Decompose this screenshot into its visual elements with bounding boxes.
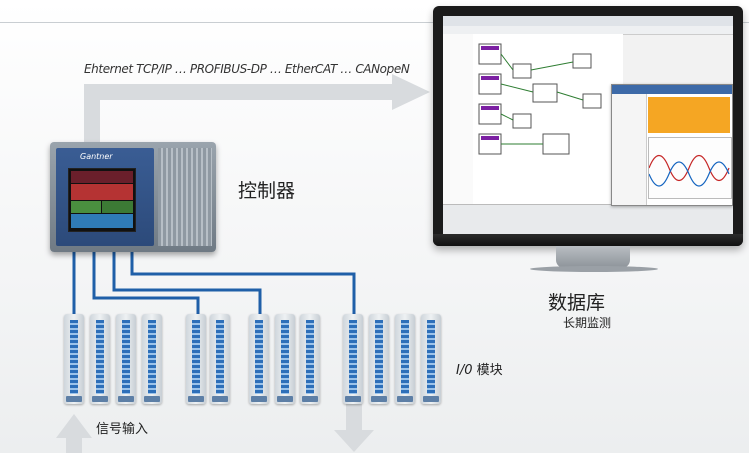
terminal-strip: [122, 320, 130, 394]
terminal-strip: [427, 320, 435, 394]
module-cap: [371, 396, 387, 402]
screen-tile: [71, 201, 101, 213]
io-module: [116, 314, 136, 404]
io-label-prefix: I/0: [456, 363, 473, 378]
module-cap: [66, 396, 82, 402]
io-module: [90, 314, 110, 404]
cable-4: [130, 252, 356, 316]
signal-input-label: 信号输入: [96, 422, 149, 437]
terminal-strip: [96, 320, 104, 394]
controller-screen: [68, 168, 136, 232]
module-cap: [277, 396, 293, 402]
screen-tile: [71, 171, 133, 183]
terminal-strip: [375, 320, 383, 394]
software-tree-panel: [443, 34, 474, 204]
popup-waveform-plot: [648, 137, 732, 199]
module-cap: [345, 396, 361, 402]
module-cap: [118, 396, 134, 402]
module-cap: [302, 396, 318, 402]
module-cap: [251, 396, 267, 402]
terminal-strip: [192, 320, 200, 394]
terminal-strip: [255, 320, 263, 394]
controller-front-panel: Gantner: [56, 148, 154, 246]
waveform: [648, 154, 730, 187]
terminal-strip: [148, 320, 156, 394]
controller-label: 控制器: [238, 180, 296, 202]
monitor-stand: [556, 246, 630, 268]
screen-tile: [71, 184, 133, 200]
screen-tile: [71, 214, 133, 228]
module-cap: [188, 396, 204, 402]
screen-tile: [102, 201, 133, 213]
module-cap: [144, 396, 160, 402]
popup-titlebar: [612, 85, 732, 94]
heatsink-fins: [158, 148, 212, 246]
module-cap: [423, 396, 439, 402]
io-module: [300, 314, 320, 404]
terminal-strip: [306, 320, 314, 394]
module-cap: [212, 396, 228, 402]
monitor-chin: [433, 234, 743, 246]
io-module: [64, 314, 84, 404]
database-label: 数据库: [548, 292, 606, 314]
io-module: [275, 314, 295, 404]
monitor: [433, 6, 743, 246]
software-popup-window: [611, 84, 733, 206]
terminal-strip: [70, 320, 78, 394]
io-label-suffix: 模块: [472, 363, 503, 378]
io-module: [186, 314, 206, 404]
block-diagram: [478, 43, 602, 155]
io-module: [343, 314, 363, 404]
cable-2: [92, 252, 200, 316]
monitor-screen: [443, 16, 733, 234]
io-module: [421, 314, 441, 404]
output-arrow: [334, 404, 374, 452]
controller-brand: Gantner: [80, 152, 113, 161]
io-module: [395, 314, 415, 404]
signal-input-arrow: [56, 414, 92, 453]
terminal-strip: [281, 320, 289, 394]
protocol-list: Ehternet TCP/IP … PROFIBUS-DP … EtherCAT…: [84, 62, 410, 76]
terminal-strip: [216, 320, 224, 394]
io-module: [249, 314, 269, 404]
terminal-strip: [401, 320, 409, 394]
cable-3: [112, 252, 262, 316]
popup-value-panel: [648, 97, 730, 133]
io-module: [210, 314, 230, 404]
popup-side-tree: [612, 94, 647, 205]
controller-device: Gantner: [50, 142, 216, 252]
io-modules-label: I/0 模块: [456, 359, 503, 378]
network-arrow: [84, 74, 430, 142]
monitoring-label: 长期监测: [563, 316, 612, 330]
terminal-strip: [349, 320, 357, 394]
io-module: [142, 314, 162, 404]
top-divider: [0, 22, 749, 23]
module-cap: [397, 396, 413, 402]
io-module: [369, 314, 389, 404]
software-block-canvas: [473, 34, 623, 204]
module-cap: [92, 396, 108, 402]
software-statusbar: [443, 204, 733, 234]
monitor-foot: [530, 266, 658, 272]
